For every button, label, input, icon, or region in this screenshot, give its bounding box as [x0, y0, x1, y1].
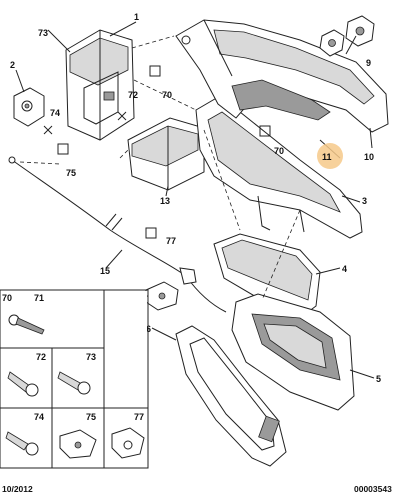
table-73: 73: [86, 352, 96, 362]
label-3: 3: [362, 196, 367, 206]
note-box-70a: [149, 65, 161, 77]
label-4: 4: [342, 264, 347, 274]
part-13-cover: [127, 117, 205, 191]
label-70b: 70: [274, 146, 284, 156]
footer-date: 10/2012: [2, 484, 33, 494]
label-5: 5: [376, 374, 381, 384]
fastener-table: 70 71 72 73 74 75 77: [0, 289, 149, 469]
label-73: 73: [38, 28, 48, 38]
label-2: 2: [10, 60, 15, 70]
label-77: 77: [166, 236, 176, 246]
note-box-77: [145, 227, 157, 239]
label-13: 13: [160, 196, 170, 206]
label-11: 11: [322, 152, 332, 162]
screw-73-icon: [57, 371, 91, 395]
table-70: 70: [2, 293, 12, 303]
part-4-inner-cover: [213, 233, 321, 319]
footer-ref: 00003543: [354, 484, 392, 494]
label-70a: 70: [162, 90, 172, 100]
note-box-75: [57, 143, 69, 155]
part-15-cable: [8, 156, 227, 313]
screw-74-icon: [5, 431, 39, 456]
part-73-lock-housing: [65, 29, 135, 141]
part-14-cable-clip: [145, 281, 179, 311]
label-9: 9: [366, 58, 371, 68]
label-75: 75: [66, 168, 76, 178]
label-74: 74: [50, 108, 60, 118]
label-6: 6: [146, 324, 151, 334]
cross-mark-72: [117, 111, 127, 121]
clip-75-icon: [59, 429, 97, 459]
cross-mark-74: [43, 125, 53, 135]
screw-70-71-icon: [8, 314, 45, 335]
note-box-70b: [259, 125, 271, 137]
table-75: 75: [86, 412, 96, 422]
table-71: 71: [34, 293, 44, 303]
part-2-bracket: [13, 87, 45, 127]
part-5-interior-handle: [231, 293, 355, 411]
part-6-trim-bezel: [175, 325, 287, 467]
part-3-carrier: [195, 95, 363, 239]
table-74: 74: [34, 412, 44, 422]
label-15: 15: [100, 266, 110, 276]
clip-77-icon: [111, 427, 145, 459]
part-1-exterior-handle: [175, 19, 389, 133]
part-9-clips: [319, 15, 375, 57]
screw-72-icon: [7, 371, 39, 397]
highlight-11: [317, 143, 343, 169]
label-10: 10: [364, 152, 374, 162]
label-1: 1: [134, 12, 139, 22]
table-72: 72: [36, 352, 46, 362]
label-72: 72: [128, 90, 138, 100]
table-77: 77: [134, 412, 144, 422]
